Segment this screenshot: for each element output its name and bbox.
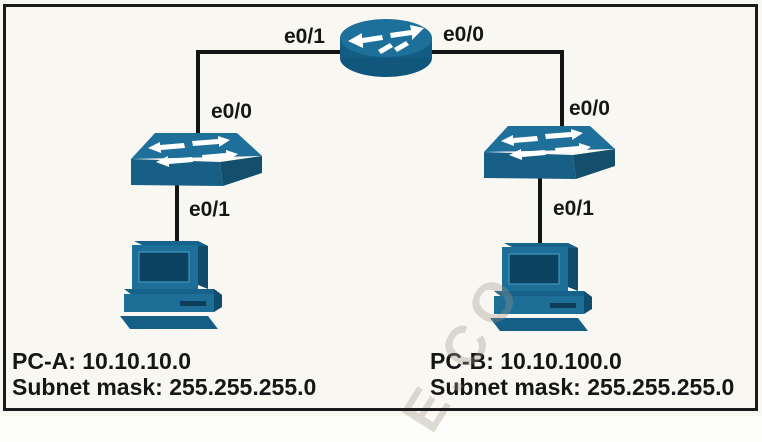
- network-diagram-canvas: e0/1 e0/0 e0/0 e0/1 e0/0 e0/1 PC-A: 10.1…: [3, 4, 758, 442]
- link-right-switch-uplink: [560, 50, 564, 128]
- router-icon: [338, 14, 434, 82]
- right-switch-downlink-port-label: e0/1: [553, 197, 594, 220]
- pc-b-subnet-mask: Subnet mask: 255.255.255.0: [430, 374, 735, 400]
- left-switch-downlink-port-label: e0/1: [189, 198, 230, 221]
- right-switch-uplink-port-label: e0/0: [569, 97, 610, 120]
- left-switch-uplink-port-label: e0/0: [211, 100, 252, 123]
- pc-a-subnet-mask: Subnet mask: 255.255.255.0: [12, 374, 317, 400]
- switch-icon-right: [481, 121, 618, 183]
- pc-icon-a: [118, 241, 230, 333]
- pc-a-address: PC-A: 10.10.10.0: [12, 348, 191, 374]
- pc-b-address: PC-B: 10.10.100.0: [430, 348, 622, 374]
- router-right-port-label: e0/0: [443, 23, 484, 46]
- switch-icon-left: [128, 128, 265, 190]
- pc-b-caption: PC-B: 10.10.100.0 Subnet mask: 255.255.2…: [430, 348, 734, 400]
- link-left-switch-uplink: [196, 50, 200, 136]
- router-left-port-label: e0/1: [284, 25, 325, 48]
- link-left-switch-to-pc: [175, 184, 179, 246]
- pc-a-caption: PC-A: 10.10.10.0 Subnet mask: 255.255.25…: [12, 348, 316, 400]
- pc-icon-b: [488, 243, 600, 335]
- link-right-switch-to-pc: [538, 177, 542, 247]
